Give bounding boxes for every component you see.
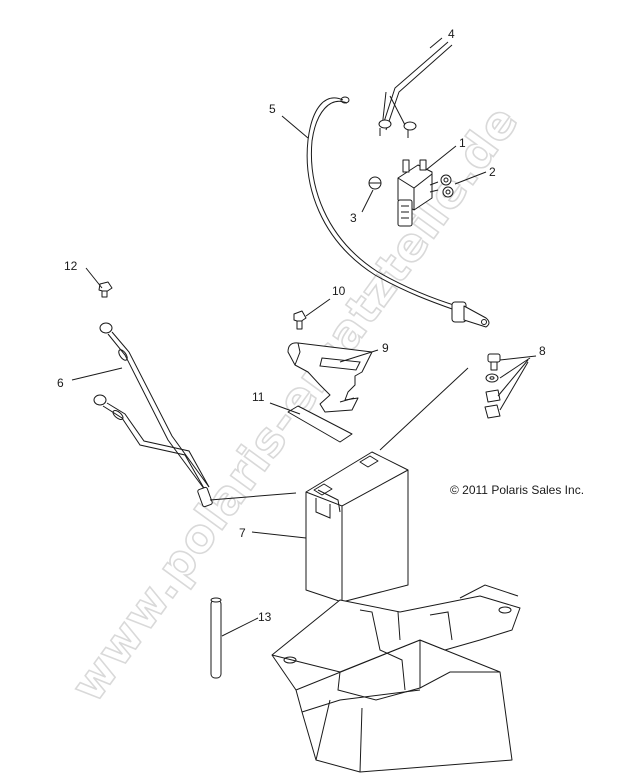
callout-5: 5 bbox=[269, 102, 276, 116]
battery-box bbox=[271, 584, 521, 773]
callout-2: 2 bbox=[489, 165, 496, 179]
part-4-cable bbox=[378, 41, 453, 138]
part-12-bolt bbox=[98, 281, 113, 298]
part-7-battery bbox=[305, 451, 409, 603]
callout-8: 8 bbox=[539, 344, 546, 358]
callout-13: 13 bbox=[258, 610, 272, 624]
leader-lines bbox=[71, 37, 537, 637]
part-8-hardware bbox=[484, 353, 501, 419]
callout-3: 3 bbox=[350, 211, 357, 225]
callout-11: 11 bbox=[252, 390, 265, 404]
callout-4: 4 bbox=[448, 27, 455, 41]
callout-1: 1 bbox=[459, 136, 466, 150]
part-13-tube bbox=[210, 597, 222, 679]
callout-7: 7 bbox=[239, 526, 246, 540]
copyright-text: © 2011 Polaris Sales Inc. bbox=[450, 483, 584, 497]
callout-10: 10 bbox=[332, 284, 346, 298]
callout-6: 6 bbox=[57, 376, 64, 390]
part-2-nuts bbox=[440, 174, 454, 198]
part-3-fastener bbox=[368, 176, 382, 190]
part-9-bracket bbox=[287, 342, 373, 413]
part-10-screw bbox=[293, 310, 307, 330]
part-6-bracket bbox=[93, 322, 213, 508]
part-5-cable bbox=[306, 96, 490, 328]
callout-9: 9 bbox=[382, 341, 389, 355]
callout-12: 12 bbox=[64, 259, 78, 273]
part-1-solenoid bbox=[397, 159, 439, 227]
part-11-pad bbox=[287, 405, 353, 443]
callout-labels: 1 2 3 4 5 6 7 8 9 10 11 12 13 bbox=[57, 27, 546, 624]
